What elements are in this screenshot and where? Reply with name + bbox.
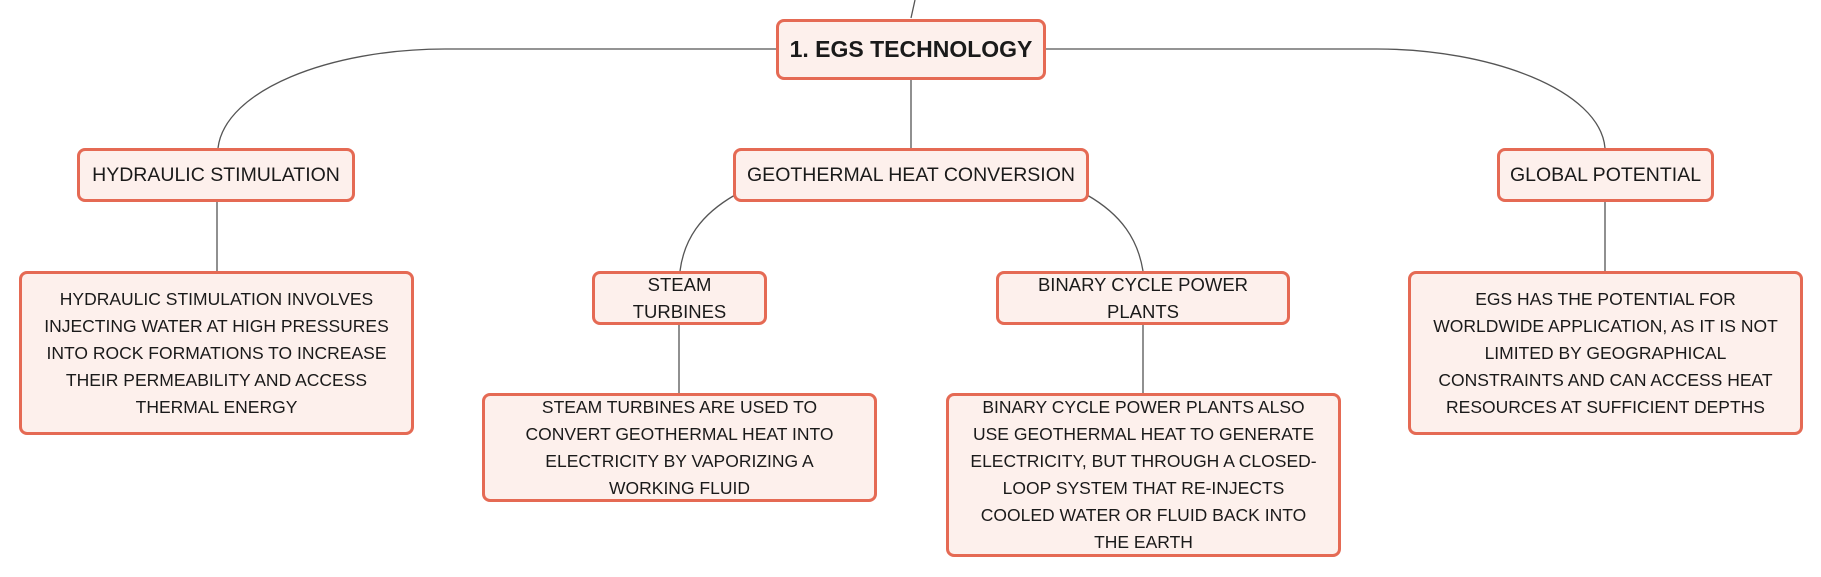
root-node[interactable]: 1. EGS TECHNOLOGY — [776, 19, 1046, 80]
subtopic-binary-cycle-power-plants[interactable]: BINARY CYCLE POWER PLANTS — [996, 271, 1290, 325]
connector-geothermal-binary — [1086, 194, 1144, 272]
description-text: HYDRAULIC STIMULATION INVOLVES INJECTING… — [44, 288, 389, 417]
topic-geothermal-heat-conversion[interactable]: GEOTHERMAL HEAT CONVERSION — [733, 148, 1089, 202]
description-global-potential[interactable]: EGS HAS THE POTENTIAL FOR WORLDWIDE APPL… — [1408, 271, 1803, 435]
connector-root-hydraulic — [217, 48, 777, 149]
topic-label: GEOTHERMAL HEAT CONVERSION — [747, 163, 1075, 186]
description-hydraulic-stimulation[interactable]: HYDRAULIC STIMULATION INVOLVES INJECTING… — [19, 271, 414, 435]
subtopic-label: STEAM TURBINES — [632, 274, 727, 322]
topic-hydraulic-stimulation[interactable]: HYDRAULIC STIMULATION — [77, 148, 355, 202]
description-text: EGS HAS THE POTENTIAL FOR WORLDWIDE APPL… — [1433, 288, 1778, 417]
connector-parent-root — [910, 0, 916, 19]
description-text: BINARY CYCLE POWER PLANTS ALSO USE GEOTH… — [970, 397, 1317, 552]
description-text: STEAM TURBINES ARE USED TO CONVERT GEOTH… — [525, 396, 834, 498]
subtopic-steam-turbines[interactable]: STEAM TURBINES — [592, 271, 767, 325]
description-steam-turbines[interactable]: STEAM TURBINES ARE USED TO CONVERT GEOTH… — [482, 393, 877, 502]
connector-root-global — [1045, 48, 1606, 149]
root-label: 1. EGS TECHNOLOGY — [789, 36, 1033, 62]
description-binary-cycle-power-plants[interactable]: BINARY CYCLE POWER PLANTS ALSO USE GEOTH… — [946, 393, 1341, 557]
topic-label: GLOBAL POTENTIAL — [1509, 163, 1702, 186]
topic-label: HYDRAULIC STIMULATION — [92, 163, 340, 186]
connector-geothermal-steam — [679, 194, 736, 272]
topic-global-potential[interactable]: GLOBAL POTENTIAL — [1497, 148, 1714, 202]
subtopic-label: BINARY CYCLE POWER PLANTS — [1037, 274, 1249, 322]
